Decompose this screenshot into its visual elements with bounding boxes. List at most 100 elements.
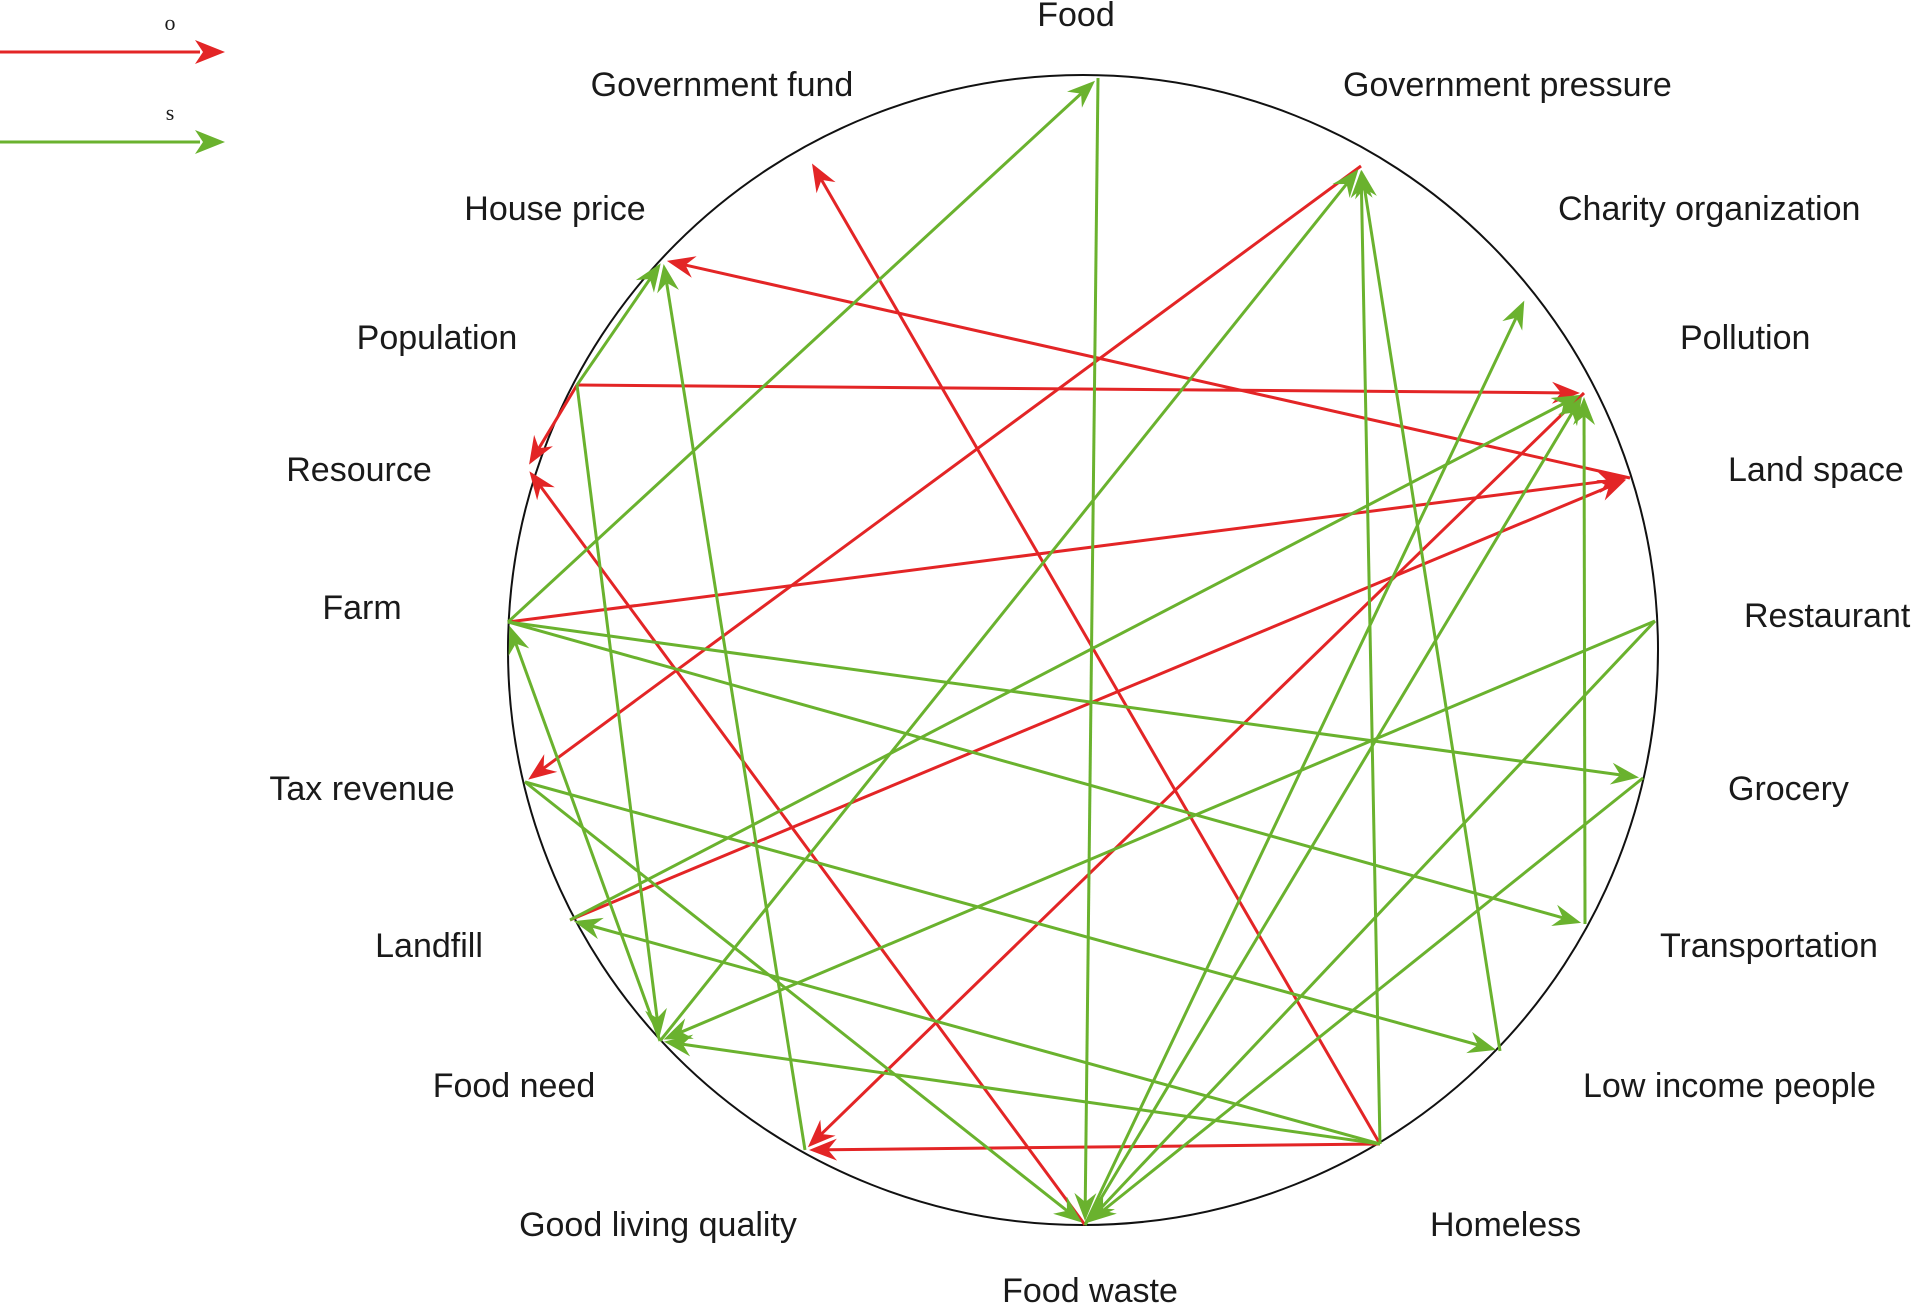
edge-landfill-to-land_space bbox=[569, 479, 1627, 922]
edge-line bbox=[1359, 188, 1382, 1145]
edge-arrowhead bbox=[657, 263, 679, 294]
legend-label: o bbox=[165, 10, 176, 35]
node-label-food_waste: Food waste bbox=[1002, 1272, 1178, 1306]
edge-arrowhead bbox=[508, 625, 530, 656]
edge-line bbox=[658, 183, 1348, 1042]
edge-line bbox=[1363, 188, 1502, 1052]
legend: os bbox=[0, 10, 225, 154]
edge-food_waste-to-resource bbox=[529, 471, 1087, 1226]
edge-line bbox=[1102, 776, 1644, 1212]
edge-arrowhead bbox=[1355, 169, 1377, 200]
node-label-grocery: Grocery bbox=[1728, 770, 1849, 808]
edge-population-to-house_price bbox=[575, 263, 661, 386]
edge-low_income-to-government_pressure bbox=[1355, 169, 1502, 1052]
edge-tax_revenue-to-food_waste bbox=[524, 780, 1082, 1223]
edge-arrowhead bbox=[1332, 169, 1359, 198]
edge-line bbox=[507, 479, 1608, 624]
edge-government_pressure-to-tax_revenue bbox=[528, 164, 1362, 780]
edge-line bbox=[685, 263, 1631, 480]
edge-population-to-pollution bbox=[576, 381, 1581, 404]
edge-food_waste-to-pollution bbox=[1083, 396, 1582, 1226]
edge-arrowhead bbox=[1502, 300, 1525, 331]
edge-arrowhead bbox=[1067, 80, 1096, 108]
edge-line bbox=[575, 384, 659, 1019]
node-label-homeless: Homeless bbox=[1430, 1206, 1581, 1244]
edge-line bbox=[524, 780, 1479, 1047]
node-label-pollution: Pollution bbox=[1680, 319, 1810, 357]
edge-farm-to-land_space bbox=[507, 471, 1627, 624]
diagram-circle bbox=[507, 74, 1659, 1226]
edge-arrowhead bbox=[1550, 394, 1581, 418]
node-label-population: Population bbox=[357, 319, 518, 357]
edge-arrowhead bbox=[808, 1138, 838, 1161]
edge-line bbox=[542, 164, 1362, 770]
legend-label: s bbox=[166, 100, 175, 125]
edge-homeless-to-landfill bbox=[573, 917, 1381, 1146]
edge-line bbox=[682, 1042, 1381, 1146]
node-label-low_income: Low income people bbox=[1583, 1067, 1876, 1105]
node-label-land_space: Land space bbox=[1728, 451, 1904, 489]
edge-homeless-to-good_living bbox=[808, 1138, 1381, 1161]
edge-line bbox=[1582, 415, 1587, 925]
edge-arrowhead bbox=[529, 434, 553, 465]
edge-line bbox=[524, 780, 1068, 1212]
legend-item: o bbox=[0, 10, 225, 64]
edge-homeless-to-food_need bbox=[663, 1034, 1381, 1146]
node-label-charity: Charity organization bbox=[1558, 190, 1860, 228]
edge-arrowhead bbox=[1573, 397, 1596, 426]
node-label-tax_revenue: Tax revenue bbox=[269, 770, 454, 808]
edge-arrowhead bbox=[528, 754, 558, 780]
edge-tax_revenue-to-low_income bbox=[524, 780, 1497, 1054]
node-label-transportation: Transportation bbox=[1660, 927, 1878, 965]
edge-arrowhead bbox=[663, 1018, 694, 1040]
edge-pollution-to-good_living bbox=[807, 391, 1586, 1148]
edge-arrowhead bbox=[666, 256, 697, 278]
edge-arrowhead bbox=[529, 471, 555, 501]
edge-farm-to-transportation bbox=[507, 620, 1582, 926]
edge-line bbox=[575, 278, 652, 386]
edge-line bbox=[1083, 77, 1100, 1203]
node-label-food: Food bbox=[1037, 0, 1115, 34]
edge-line bbox=[539, 485, 1087, 1226]
legend-arrowhead bbox=[195, 130, 225, 154]
node-label-food_need: Food need bbox=[433, 1067, 596, 1105]
node-label-resource: Resource bbox=[286, 451, 432, 489]
edge-arrowhead bbox=[1551, 904, 1582, 926]
edge-farm-to-grocery bbox=[507, 620, 1640, 785]
edge-restaurant-to-food_need bbox=[663, 619, 1656, 1040]
node-label-good_living: Good living quality bbox=[519, 1206, 797, 1244]
edge-line bbox=[665, 282, 807, 1151]
edge-homeless-to-government_fund bbox=[812, 163, 1382, 1145]
edge-line bbox=[1083, 411, 1574, 1226]
edge-arrowhead bbox=[1074, 1192, 1097, 1222]
node-label-government_pressure: Government pressure bbox=[1343, 66, 1672, 104]
edge-arrowhead bbox=[635, 263, 661, 293]
edge-line bbox=[506, 92, 1083, 624]
node-label-farm: Farm bbox=[322, 589, 401, 627]
edge-line bbox=[591, 924, 1381, 1146]
edge-arrowhead bbox=[812, 163, 836, 194]
edge-arrowhead bbox=[807, 1119, 836, 1148]
node-label-restaurant: Restaurant bbox=[1744, 597, 1911, 635]
edge-farm-to-food bbox=[506, 80, 1096, 624]
edge-line bbox=[537, 384, 579, 450]
node-label-house_price: House price bbox=[464, 190, 645, 228]
edge-transportation-to-pollution bbox=[1573, 397, 1596, 925]
edge-line bbox=[576, 383, 1562, 395]
edge-arrowhead bbox=[663, 1034, 694, 1057]
edge-arrowhead bbox=[1596, 479, 1627, 501]
edge-line bbox=[1099, 619, 1657, 1210]
edge-line bbox=[507, 620, 1621, 777]
edge-line bbox=[569, 402, 1565, 922]
edge-good_living-to-house_price bbox=[657, 263, 807, 1151]
edge-grocery-to-food_waste bbox=[1088, 776, 1644, 1223]
legend-item: s bbox=[0, 100, 225, 154]
node-label-landfill: Landfill bbox=[375, 927, 483, 965]
edge-arrowhead bbox=[573, 917, 604, 940]
edge-line bbox=[680, 619, 1656, 1034]
edge-line bbox=[820, 179, 1382, 1145]
edge-food-to-food_waste bbox=[1074, 77, 1100, 1222]
node-label-government_fund: Government fund bbox=[591, 66, 854, 104]
edge-arrowhead bbox=[1466, 1031, 1497, 1054]
